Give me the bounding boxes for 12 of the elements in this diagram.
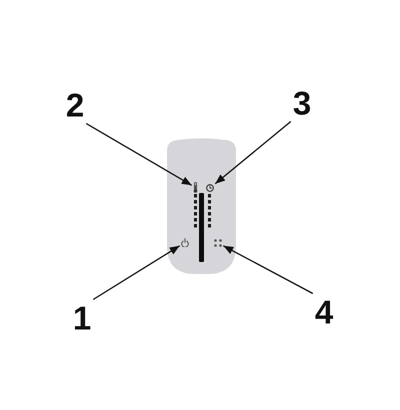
thermometer-icon (193, 182, 198, 193)
callout-number: 1 (72, 302, 92, 334)
dots-icon (214, 239, 222, 247)
leader-arrow (92, 245, 180, 300)
leader-arrow (223, 245, 314, 294)
leader-arrow (214, 121, 292, 184)
clock-icon (206, 184, 214, 192)
power-icon (181, 238, 189, 247)
leader-arrow (86, 122, 192, 186)
callout-number: 3 (292, 86, 312, 120)
callout-number: 2 (66, 88, 84, 122)
callout-number: 4 (314, 296, 334, 328)
